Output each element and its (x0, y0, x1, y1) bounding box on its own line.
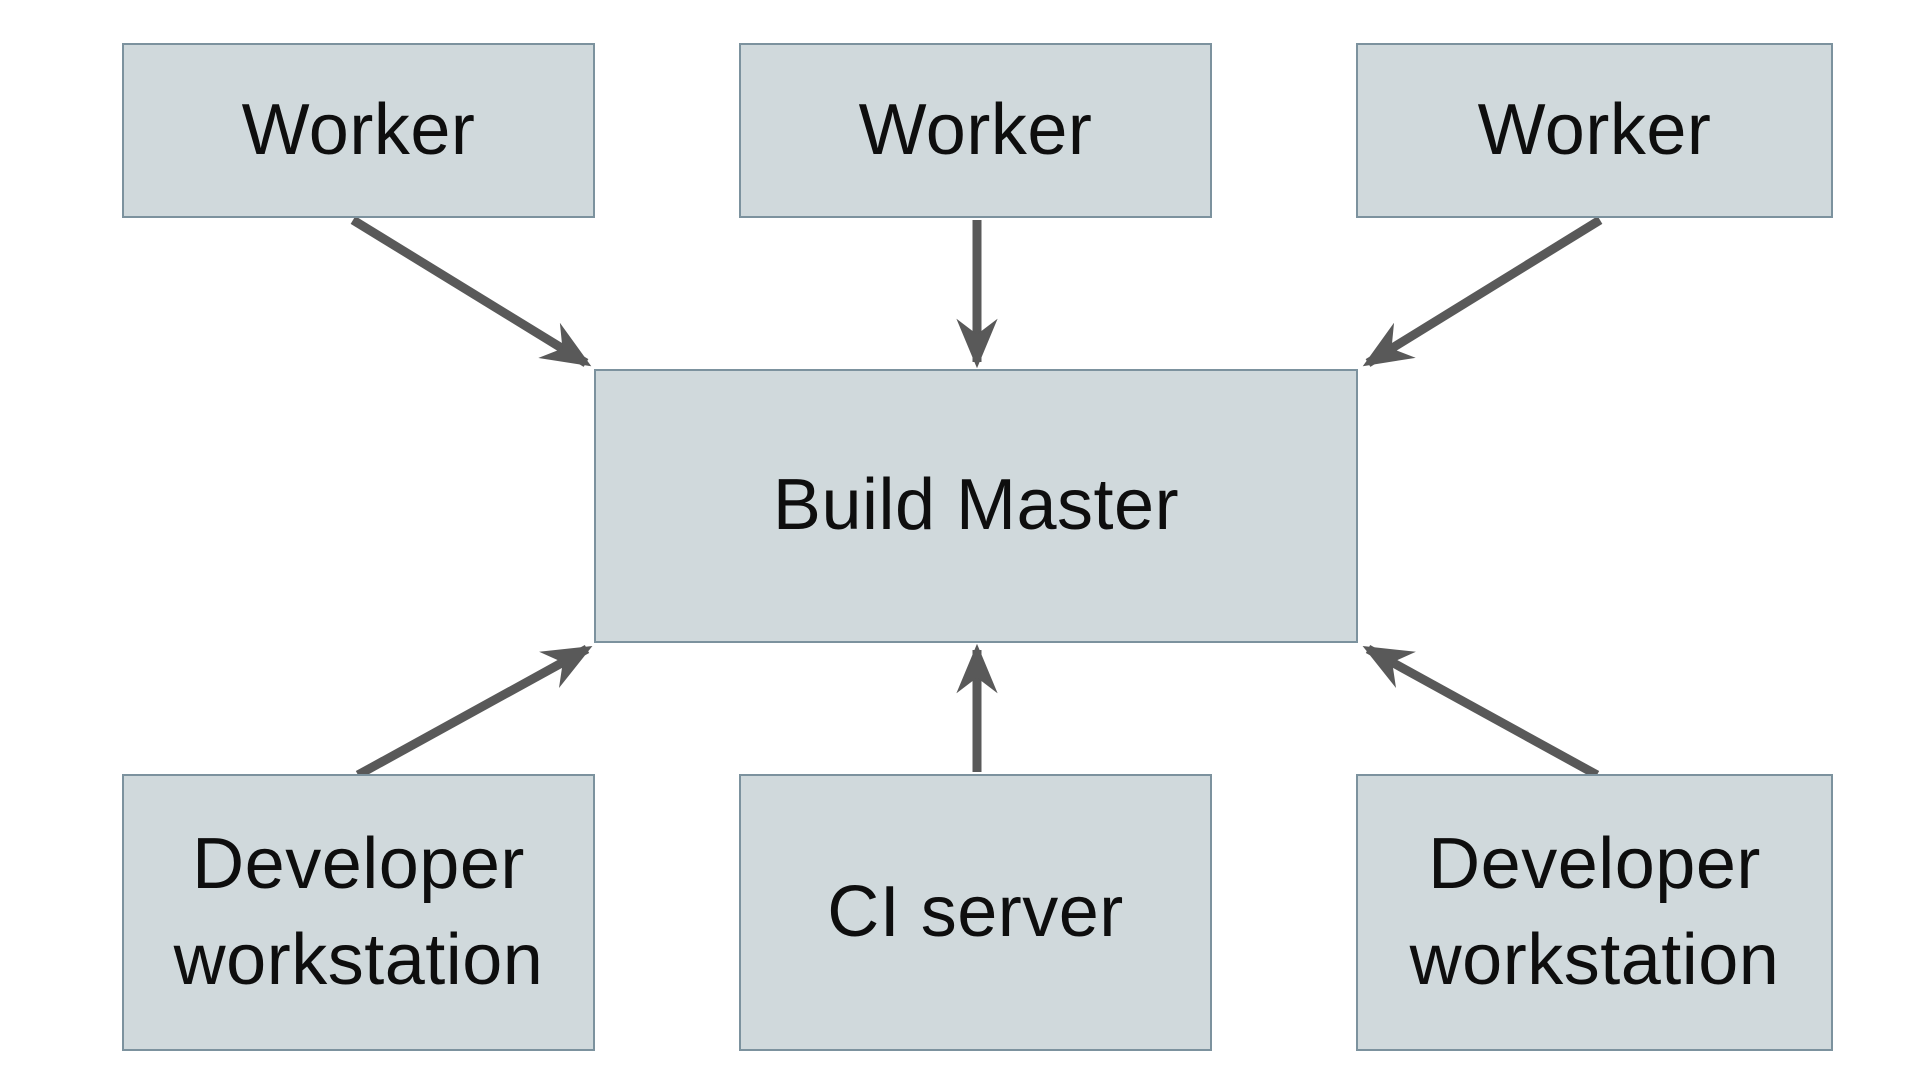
arrow-developer-workstation-right-to-build-master (1362, 645, 1600, 779)
node-ci-server-label: CI server (827, 871, 1124, 952)
arrow-worker-3-to-build-master (1362, 216, 1603, 367)
node-worker-1: Worker (122, 43, 595, 218)
node-worker-3: Worker (1356, 43, 1833, 218)
node-worker-3-label: Worker (1477, 89, 1712, 170)
node-worker-2-label: Worker (858, 89, 1093, 170)
node-worker-2: Worker (739, 43, 1212, 218)
node-build-master: Build Master (594, 369, 1358, 643)
arrow-worker-1-to-build-master (350, 216, 592, 367)
arrow-developer-workstation-left-to-build-master (355, 645, 593, 779)
node-developer-workstation-left: Developer workstation (122, 774, 595, 1051)
node-developer-workstation-right: Developer workstation (1356, 774, 1833, 1051)
node-worker-1-label: Worker (241, 89, 476, 170)
node-ci-server: CI server (739, 774, 1212, 1051)
node-build-master-label: Build Master (772, 465, 1180, 546)
node-developer-workstation-left-label: Developer workstation (173, 824, 544, 1000)
node-developer-workstation-right-label: Developer workstation (1409, 824, 1780, 1000)
